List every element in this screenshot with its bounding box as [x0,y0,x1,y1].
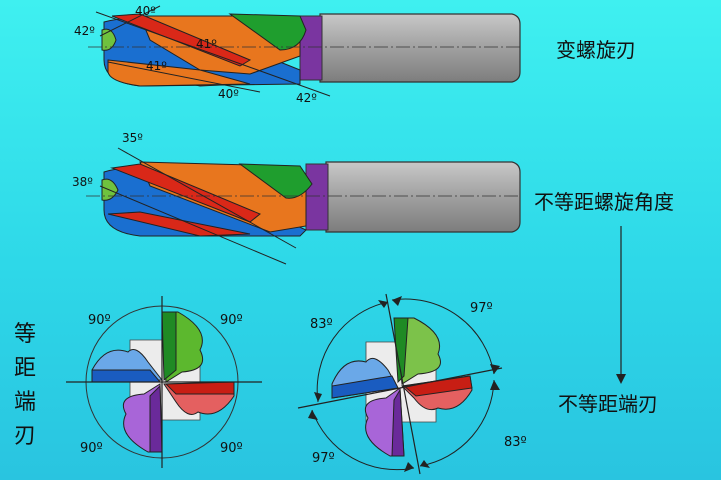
arc-arrow-tl [316,301,389,403]
flute-purple-dark [391,388,405,457]
angle-label: 90º [88,313,111,328]
arrowhead [378,300,388,308]
arrowhead [404,462,414,472]
shank-neck [305,163,329,231]
cross-line-b [385,293,421,475]
angle-label: 83º [504,435,527,450]
arrowhead [392,296,402,306]
angle-label: 42º [74,24,95,38]
shank [319,13,521,83]
flute-red-2 [107,211,251,237]
angle-label: 41º [146,59,167,73]
helix-line-2 [107,61,261,93]
helix-line-1 [117,147,297,249]
cross-line-a [297,367,503,409]
flute-purple-dark [149,384,163,453]
angle-label: 40º [135,4,156,18]
arrowhead [314,392,322,402]
angle-label: 41º [196,37,217,51]
angle-label: 83º [310,317,333,332]
flute-blue-dark [91,369,162,383]
angle-label: 97º [470,301,493,316]
flute-red-1 [111,13,252,67]
shank [325,161,521,233]
angle-label: 42º [296,91,317,105]
arrowhead [420,460,430,468]
angle-label: 38º [72,175,93,189]
unequal-pitch-label: 不等距端刃 [558,392,658,416]
unequal-helix-label: 不等距螺旋角度 [534,190,674,214]
flute-orange-2 [107,59,251,87]
angle-label: 90º [80,441,103,456]
arrowhead [308,410,318,420]
equal-pitch-endview: 90º 90º 90º 90º [66,296,262,468]
angle-label: 35º [122,131,143,145]
flute-green-dark [393,317,409,384]
unequal-pitch-endview: 83º 97º 97º 83º [297,293,527,475]
down-arrowhead [616,374,626,384]
arc-arrow-br [419,379,495,467]
arc-arrow-tr [391,298,495,375]
helix-line-1 [95,11,331,97]
flute-green [228,13,307,51]
tip-green [101,28,117,51]
flute-red-dark [164,381,235,395]
helix-line-3 [99,5,161,37]
arrowhead [490,380,500,390]
arrowhead [490,364,500,374]
angle-label: 90º [220,313,243,328]
flute-blue-dark [331,375,399,399]
flute-green-dark [161,311,177,382]
equal-pitch-label: 等距端刃 [13,322,36,449]
unequal-helix-endmill: 35º 38º [72,131,521,265]
helix-line-2 [99,185,287,265]
arc-arrow-bl [311,409,415,471]
angle-label: 97º [312,451,335,466]
variable-helix-endmill: 40º 42º 41º 41º 40º 42º [74,4,521,105]
angle-label: 90º [220,441,243,456]
flute-green [238,163,313,199]
variable-helix-label: 变螺旋刃 [556,38,636,62]
angle-label: 40º [218,87,239,101]
